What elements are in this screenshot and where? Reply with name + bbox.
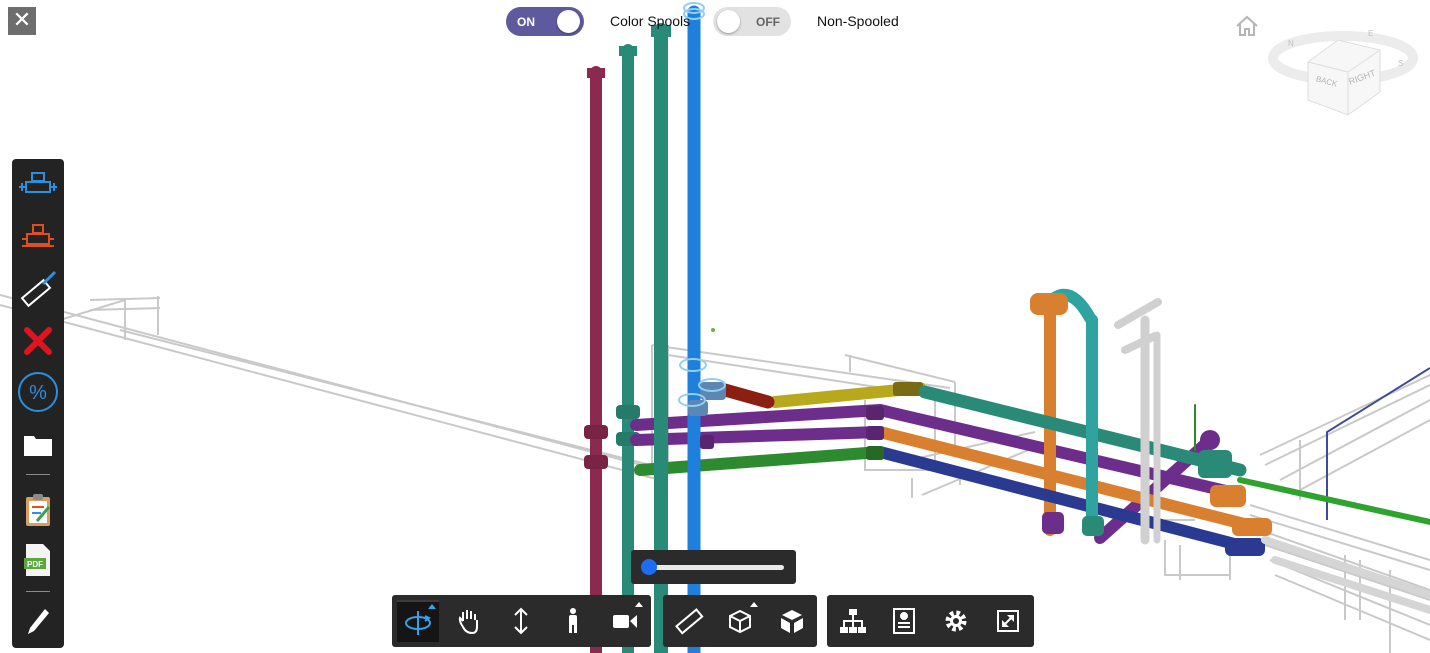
svg-text:%: % bbox=[29, 382, 47, 404]
markup-pencil-button[interactable] bbox=[17, 601, 59, 643]
section-slider-thumb[interactable] bbox=[641, 559, 657, 575]
home-view-icon[interactable] bbox=[1235, 15, 1259, 37]
model-tools-toolbar bbox=[663, 595, 817, 647]
settings-button[interactable] bbox=[935, 600, 977, 642]
spool-blue-icon bbox=[19, 172, 57, 193]
delete-button[interactable] bbox=[17, 320, 59, 362]
model-browser-button[interactable] bbox=[832, 600, 874, 642]
settings-gear-icon bbox=[945, 610, 967, 632]
walk-person-icon bbox=[569, 608, 577, 633]
orbit-button[interactable] bbox=[397, 600, 439, 642]
dolly-icon bbox=[514, 607, 528, 635]
section-box-icon bbox=[729, 609, 751, 634]
clipboard-icon bbox=[26, 494, 51, 526]
measure-button[interactable] bbox=[668, 600, 710, 642]
pdf-icon: PDF bbox=[24, 544, 50, 576]
model-tree-icon bbox=[840, 609, 866, 633]
spool-tool-button[interactable] bbox=[17, 164, 59, 206]
pipe-network bbox=[584, 5, 1430, 653]
navigation-toolbar bbox=[392, 595, 651, 647]
explode-cube-icon bbox=[781, 610, 803, 633]
left-toolbar: % PDF bbox=[12, 159, 64, 648]
properties-button[interactable] bbox=[883, 600, 925, 642]
properties-icon bbox=[893, 608, 915, 634]
walk-button[interactable] bbox=[552, 600, 594, 642]
fullscreen-icon bbox=[997, 610, 1019, 632]
spool-red-icon bbox=[22, 224, 54, 247]
section-slider-panel bbox=[631, 550, 796, 584]
toggle-knob bbox=[557, 10, 580, 33]
compass-s: S bbox=[1398, 59, 1403, 68]
measure-tool-button[interactable] bbox=[17, 268, 59, 310]
progress-percent-button[interactable]: % bbox=[17, 371, 59, 413]
delete-x-icon bbox=[24, 327, 52, 355]
spool-select-button[interactable] bbox=[17, 216, 59, 258]
clipboard-button[interactable] bbox=[17, 489, 59, 531]
section-slider-track[interactable] bbox=[643, 565, 784, 570]
settings-toolbar bbox=[827, 595, 1034, 647]
compass-n: N bbox=[1288, 39, 1294, 48]
spool-highlight-markers bbox=[678, 2, 726, 407]
orbit-flyout-caret bbox=[428, 604, 436, 609]
section-flyout-caret bbox=[750, 602, 758, 607]
close-button[interactable]: ✕ bbox=[8, 7, 36, 35]
fullscreen-button[interactable] bbox=[987, 600, 1029, 642]
navy-support-frame bbox=[1326, 367, 1430, 520]
camera-button[interactable] bbox=[604, 600, 646, 642]
toolbar-divider bbox=[26, 474, 50, 475]
structure-wireframe bbox=[0, 294, 1430, 653]
measure-ruler-icon bbox=[675, 608, 704, 635]
pan-hand-icon bbox=[458, 610, 478, 635]
viewcube[interactable]: RIGHT BACK N E S bbox=[1268, 20, 1418, 125]
color-spools-toggle-state: ON bbox=[517, 15, 535, 29]
camera-icon bbox=[613, 615, 637, 628]
folder-icon bbox=[24, 436, 52, 456]
pencil-icon bbox=[28, 609, 49, 634]
toggle-knob bbox=[717, 10, 740, 33]
orbit-icon bbox=[405, 611, 431, 635]
pan-button[interactable] bbox=[448, 600, 490, 642]
export-pdf-button[interactable]: PDF bbox=[17, 539, 59, 581]
non-spooled-toggle[interactable]: OFF bbox=[713, 7, 791, 36]
pdf-badge: PDF bbox=[27, 560, 43, 569]
toolbar-divider bbox=[26, 591, 50, 592]
color-spools-toggle[interactable]: ON bbox=[506, 7, 584, 36]
non-spooled-label: Non-Spooled bbox=[817, 13, 899, 29]
non-spooled-toggle-state: OFF bbox=[756, 15, 780, 29]
compass-e: E bbox=[1368, 29, 1373, 38]
explode-button[interactable] bbox=[771, 600, 813, 642]
color-spools-label: Color Spools bbox=[610, 13, 691, 29]
percent-icon: % bbox=[18, 372, 58, 412]
section-box-button[interactable] bbox=[719, 600, 761, 642]
open-folder-button[interactable] bbox=[17, 424, 59, 466]
ruler-icon bbox=[20, 270, 57, 308]
camera-flyout-caret bbox=[635, 602, 643, 607]
dolly-button[interactable] bbox=[500, 600, 542, 642]
